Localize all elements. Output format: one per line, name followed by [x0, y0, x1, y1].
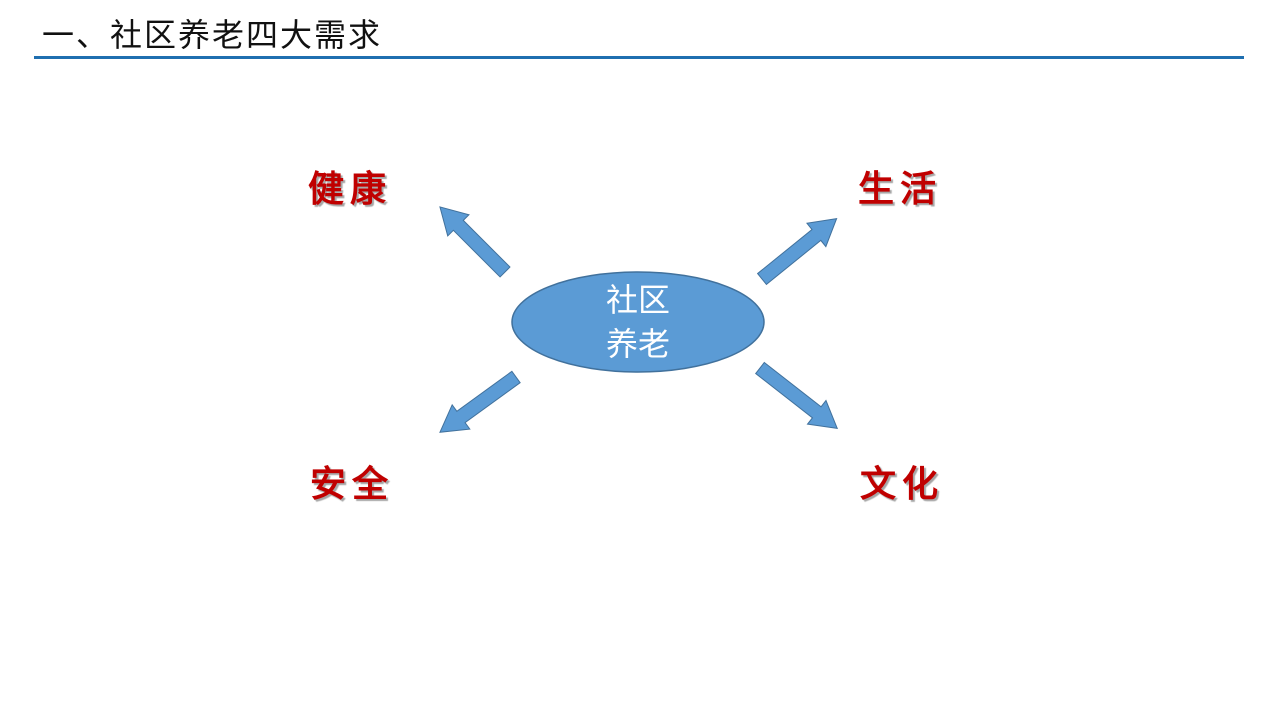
- center-ellipse: [511, 271, 765, 373]
- need-safety-label: 安全: [310, 464, 395, 505]
- page-title: 一、社区养老四大需求: [42, 16, 383, 54]
- need-health-label: 健康: [308, 169, 393, 210]
- need-culture-label: 文化: [860, 464, 945, 505]
- arrow-to-health: [439, 206, 511, 278]
- center-label-line2: 养老: [605, 325, 670, 363]
- need-life-label: 生活: [858, 169, 943, 210]
- arrow-to-safety: [439, 370, 521, 433]
- center-label-line1: 社区: [605, 281, 670, 319]
- center-label: 社区 养老: [538, 278, 738, 366]
- title-divider: [34, 56, 1244, 59]
- arrow-to-life: [756, 217, 838, 286]
- arrow-to-culture: [754, 361, 839, 429]
